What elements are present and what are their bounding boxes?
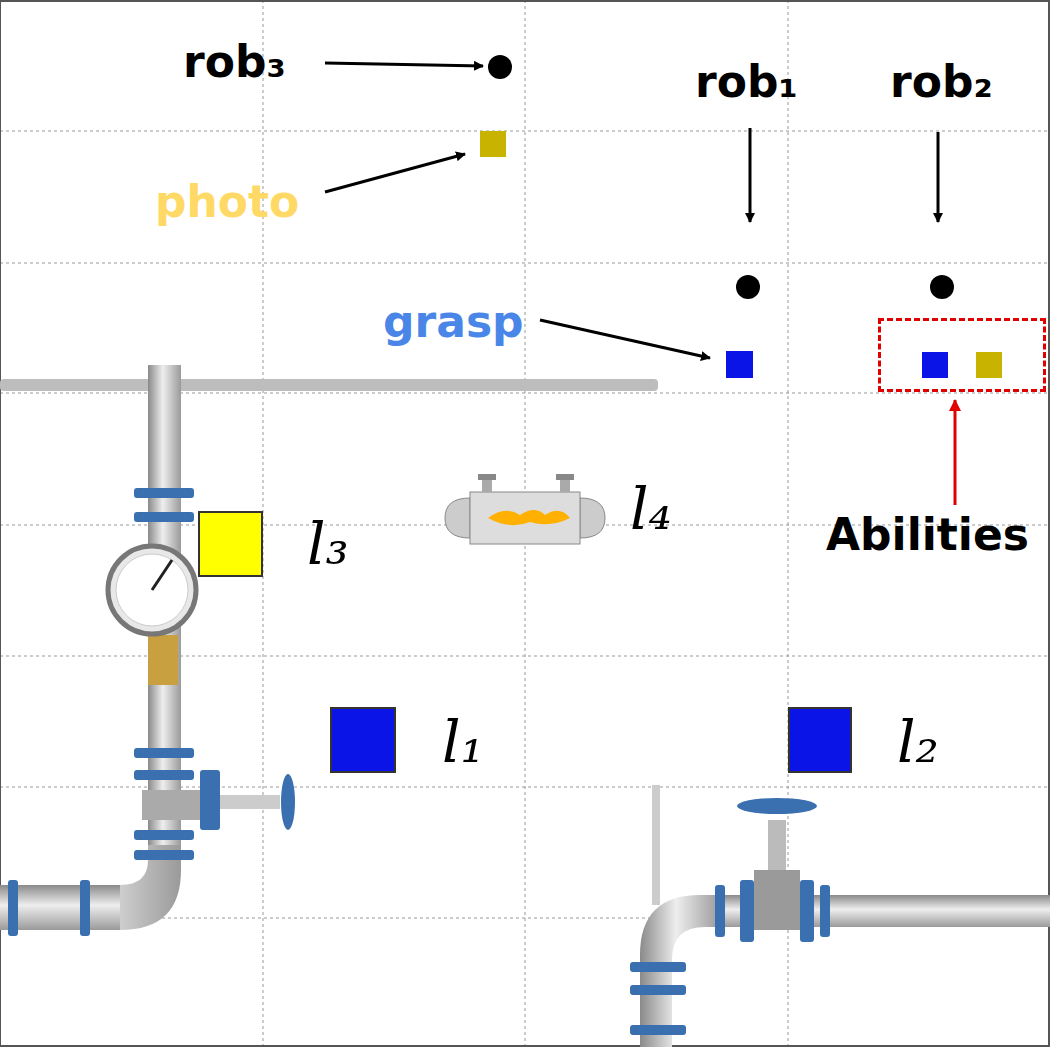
grasp-ability (922, 352, 948, 378)
ability-label: photo (155, 180, 299, 224)
node-label: Abilities (826, 513, 1029, 557)
wall-bar (0, 379, 658, 391)
node-label: l₁ (442, 713, 484, 771)
right-pipe (630, 785, 1050, 1047)
photo-ability (976, 352, 1002, 378)
abilities-arrow (954, 400, 957, 505)
photo-ability (480, 131, 506, 157)
robot-label: rob₂ (890, 60, 993, 104)
leader-arrows (325, 63, 938, 358)
ability-label: grasp (383, 300, 524, 344)
abilities-box: Abilities (878, 318, 1046, 392)
grasp-ability (726, 351, 753, 378)
left-pipe (0, 365, 295, 936)
robot-label: rob₃ (183, 40, 286, 84)
region-square: l₁ (330, 707, 396, 773)
location-label: l₄ (630, 480, 672, 538)
robot-label: rob₁ (695, 60, 798, 104)
region-square: l₂ (788, 707, 852, 773)
heater-icon (445, 474, 605, 544)
robots (488, 55, 954, 299)
node-label: l₂ (897, 713, 939, 771)
node-label: l₃ (307, 515, 349, 573)
region-square: l₃ (198, 511, 263, 577)
